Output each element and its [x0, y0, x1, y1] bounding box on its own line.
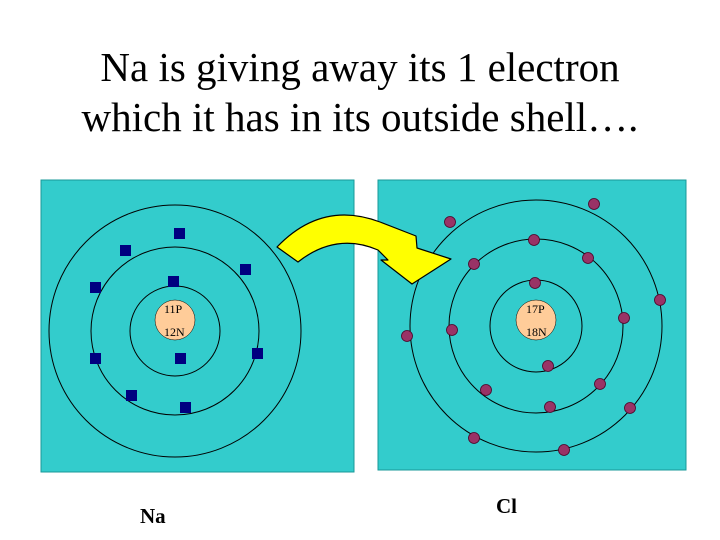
title-line-2: which it has in its outside shell…. — [81, 94, 639, 140]
cl-electron — [468, 432, 480, 444]
na-neutrons-label: 12N — [164, 325, 185, 339]
na-electron — [180, 402, 191, 413]
cl-electron — [468, 258, 480, 270]
cl-electron — [544, 401, 556, 413]
cl-electron — [542, 360, 554, 372]
na-electron — [126, 390, 137, 401]
cl-electron — [446, 324, 458, 336]
na-electron — [175, 353, 186, 364]
cl-electron — [624, 402, 636, 414]
cl-protons-label: 17P — [526, 302, 545, 316]
cl-shell-3 — [409, 199, 663, 453]
title-line-1: Na is giving away its 1 electron — [100, 44, 620, 90]
na-electron — [90, 353, 101, 364]
cl-electron — [618, 312, 630, 324]
cl-electron — [444, 216, 456, 228]
na-electron — [120, 245, 131, 256]
cl-electron — [582, 252, 594, 264]
cl-electron — [528, 234, 540, 246]
cl-electron — [529, 277, 541, 289]
na-shell-3 — [48, 204, 302, 458]
electron-transfer-arrow — [276, 214, 452, 285]
cl-atom: 17P 18N — [377, 179, 687, 471]
cl-electron — [588, 198, 600, 210]
cl-electron — [401, 330, 413, 342]
cl-electron — [594, 378, 606, 390]
na-atom: 11P 12N — [40, 179, 355, 473]
cl-electron — [480, 384, 492, 396]
na-protons-label: 11P — [164, 302, 183, 316]
slide-title: Na is giving away its 1 electron which i… — [0, 42, 720, 142]
na-electron — [168, 276, 179, 287]
cl-electrons — [401, 198, 666, 456]
na-electron — [240, 264, 251, 275]
na-electron — [252, 348, 263, 359]
na-shell-2 — [90, 246, 260, 416]
cl-nucleus — [515, 299, 557, 341]
na-electron — [90, 282, 101, 293]
na-electron — [174, 228, 185, 239]
na-nucleus — [154, 299, 196, 341]
na-caption: Na — [140, 504, 166, 528]
cl-electron — [654, 294, 666, 306]
cl-neutrons-label: 18N — [526, 325, 547, 339]
cl-electron — [558, 444, 570, 456]
cl-caption: Cl — [496, 494, 517, 518]
